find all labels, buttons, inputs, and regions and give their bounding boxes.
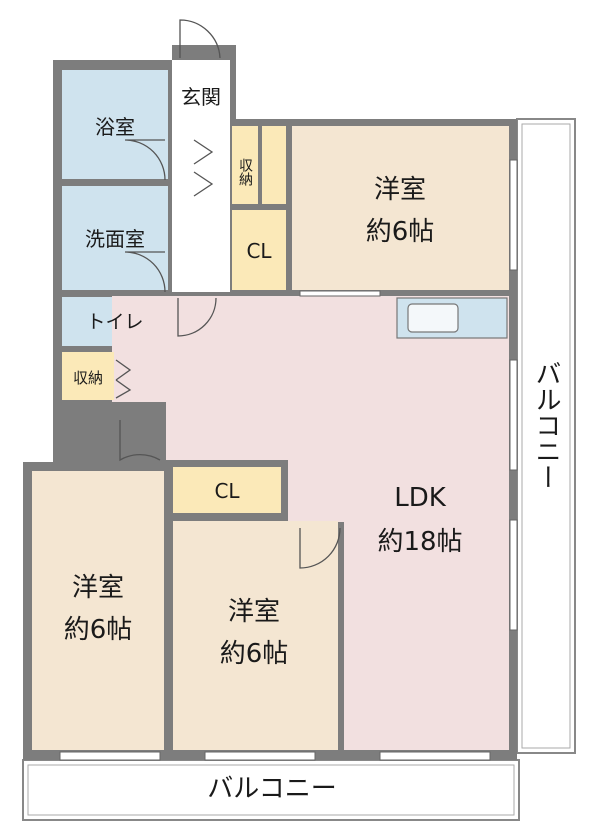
balcony-south-label: バルコニー: [207, 774, 336, 804]
balcony-south: [22, 759, 520, 821]
washroom: [62, 186, 168, 290]
toilet-label: トイレ: [86, 311, 143, 333]
western-s-name: 洋室: [228, 597, 280, 627]
closet-lower: [173, 467, 281, 513]
bath-room: [62, 70, 168, 179]
closet-lower-label: CL: [214, 479, 240, 503]
storage-hall-2: [262, 126, 286, 204]
storage-hall: [232, 126, 258, 204]
balcony-east-label: バルコニー: [531, 360, 561, 490]
washroom-label: 洗面室: [85, 227, 145, 251]
ldk-size: 約18帖: [377, 527, 462, 557]
storage-small-label: 収納: [73, 369, 103, 387]
ldk-name: LDK: [394, 483, 447, 513]
balcony-east: [516, 118, 576, 754]
door-swings: [115, 19, 341, 569]
kitchen-counter: [396, 297, 508, 339]
western-sw-size: 約6帖: [64, 615, 133, 645]
western-sw-name: 洋室: [72, 573, 124, 603]
storage-small: [62, 352, 114, 400]
closet-upper: [232, 210, 286, 290]
western-s-size: 約6帖: [220, 639, 289, 669]
western-room-sw: [32, 471, 164, 750]
western-room-s: [173, 521, 338, 750]
entrance-label: 玄関: [181, 85, 221, 109]
windows: [59, 159, 518, 761]
closet-upper-label: CL: [246, 239, 272, 263]
ldk-room: [112, 296, 509, 750]
western-ne-name: 洋室: [374, 175, 426, 205]
storage-hall-label: 収納: [237, 158, 253, 187]
western-ne-size: 約6帖: [366, 217, 435, 247]
bath-label: 浴室: [95, 115, 135, 139]
western-room-ne: [292, 126, 509, 290]
